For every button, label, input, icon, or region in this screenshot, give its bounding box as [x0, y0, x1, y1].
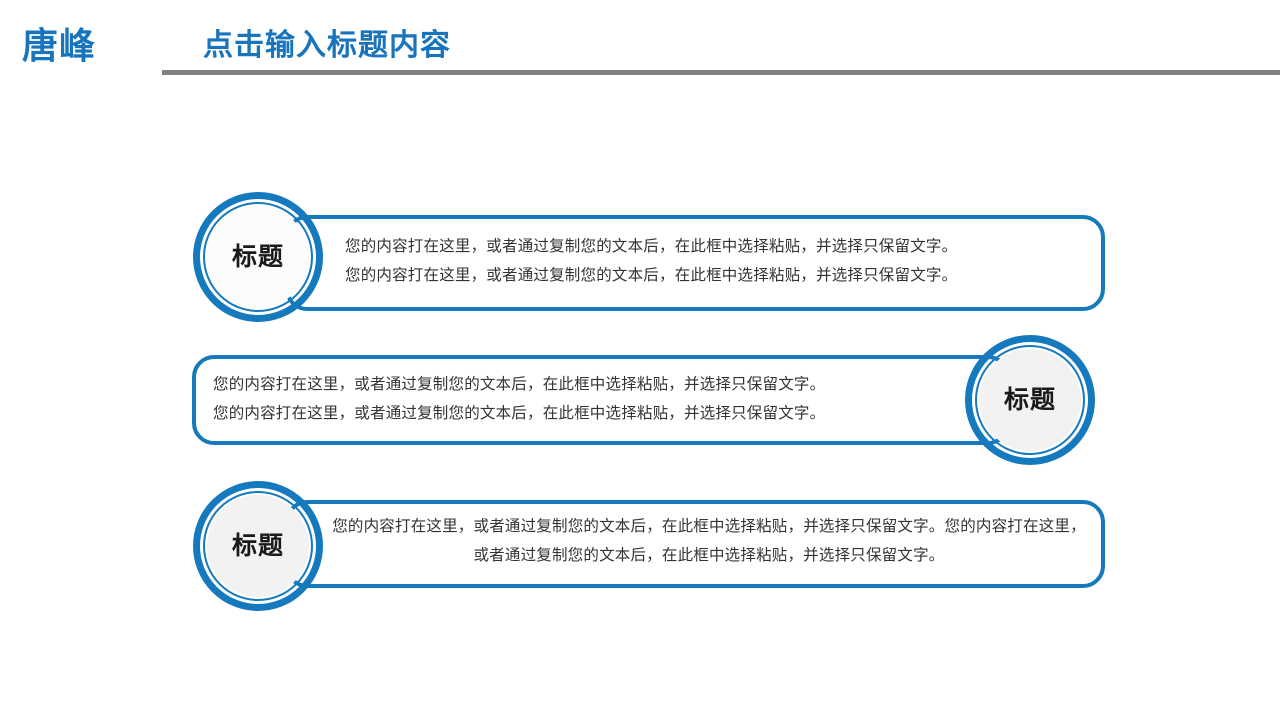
badge-circle-3[interactable]: 标题: [193, 481, 323, 611]
content-line: 您的内容打在这里，或者通过复制您的文本后，在此框中选择粘贴，并选择只保留文字。: [345, 267, 958, 284]
content-text-2[interactable]: 您的内容打在这里，或者通过复制您的文本后，在此框中选择粘贴，并选择只保留文字。 …: [213, 370, 953, 428]
badge-disc: 标题: [207, 495, 309, 597]
badge-circle-2[interactable]: 标题: [965, 335, 1095, 465]
content-line: 您的内容打在这里，或者通过复制您的文本后，在此框中选择粘贴，并选择只保留文字。您…: [332, 518, 1086, 564]
circle-outer-ring-icon: [193, 192, 323, 322]
content-line: 您的内容打在这里，或者通过复制您的文本后，在此框中选择粘贴，并选择只保留文字。: [213, 376, 826, 393]
content-panel-2[interactable]: [192, 355, 1010, 445]
content-text-1[interactable]: 您的内容打在这里，或者通过复制您的文本后，在此框中选择粘贴，并选择只保留文字。 …: [345, 232, 1085, 290]
circle-inner-ring-icon: [203, 491, 313, 601]
badge-label-3: 标题: [231, 532, 284, 560]
circle-inner-ring-icon: [975, 345, 1085, 455]
circle-outer-ring-icon: [193, 481, 323, 611]
circle-inner-ring-icon: [203, 202, 313, 312]
slide-header: 唐峰 点击输入标题内容: [0, 0, 1280, 90]
badge-disc: 标题: [207, 206, 309, 308]
content-line: 您的内容打在这里，或者通过复制您的文本后，在此框中选择粘贴，并选择只保留文字。: [213, 405, 826, 422]
badge-circle-1[interactable]: 标题: [193, 192, 323, 322]
brand-logo: 唐峰: [22, 25, 97, 66]
header-divider: [162, 70, 1280, 75]
page-title[interactable]: 点击输入标题内容: [203, 29, 451, 62]
badge-label-2: 标题: [1003, 386, 1056, 414]
content-line: 您的内容打在这里，或者通过复制您的文本后，在此框中选择粘贴，并选择只保留文字。: [345, 238, 958, 255]
content-panel-3[interactable]: [285, 500, 1105, 588]
badge-disc: 标题: [979, 349, 1081, 451]
content-text-3[interactable]: 您的内容打在这里，或者通过复制您的文本后，在此框中选择粘贴，并选择只保留文字。您…: [330, 512, 1088, 570]
content-panel-1[interactable]: [285, 215, 1105, 311]
badge-label-1: 标题: [231, 243, 284, 271]
circle-outer-ring-icon: [965, 335, 1095, 465]
